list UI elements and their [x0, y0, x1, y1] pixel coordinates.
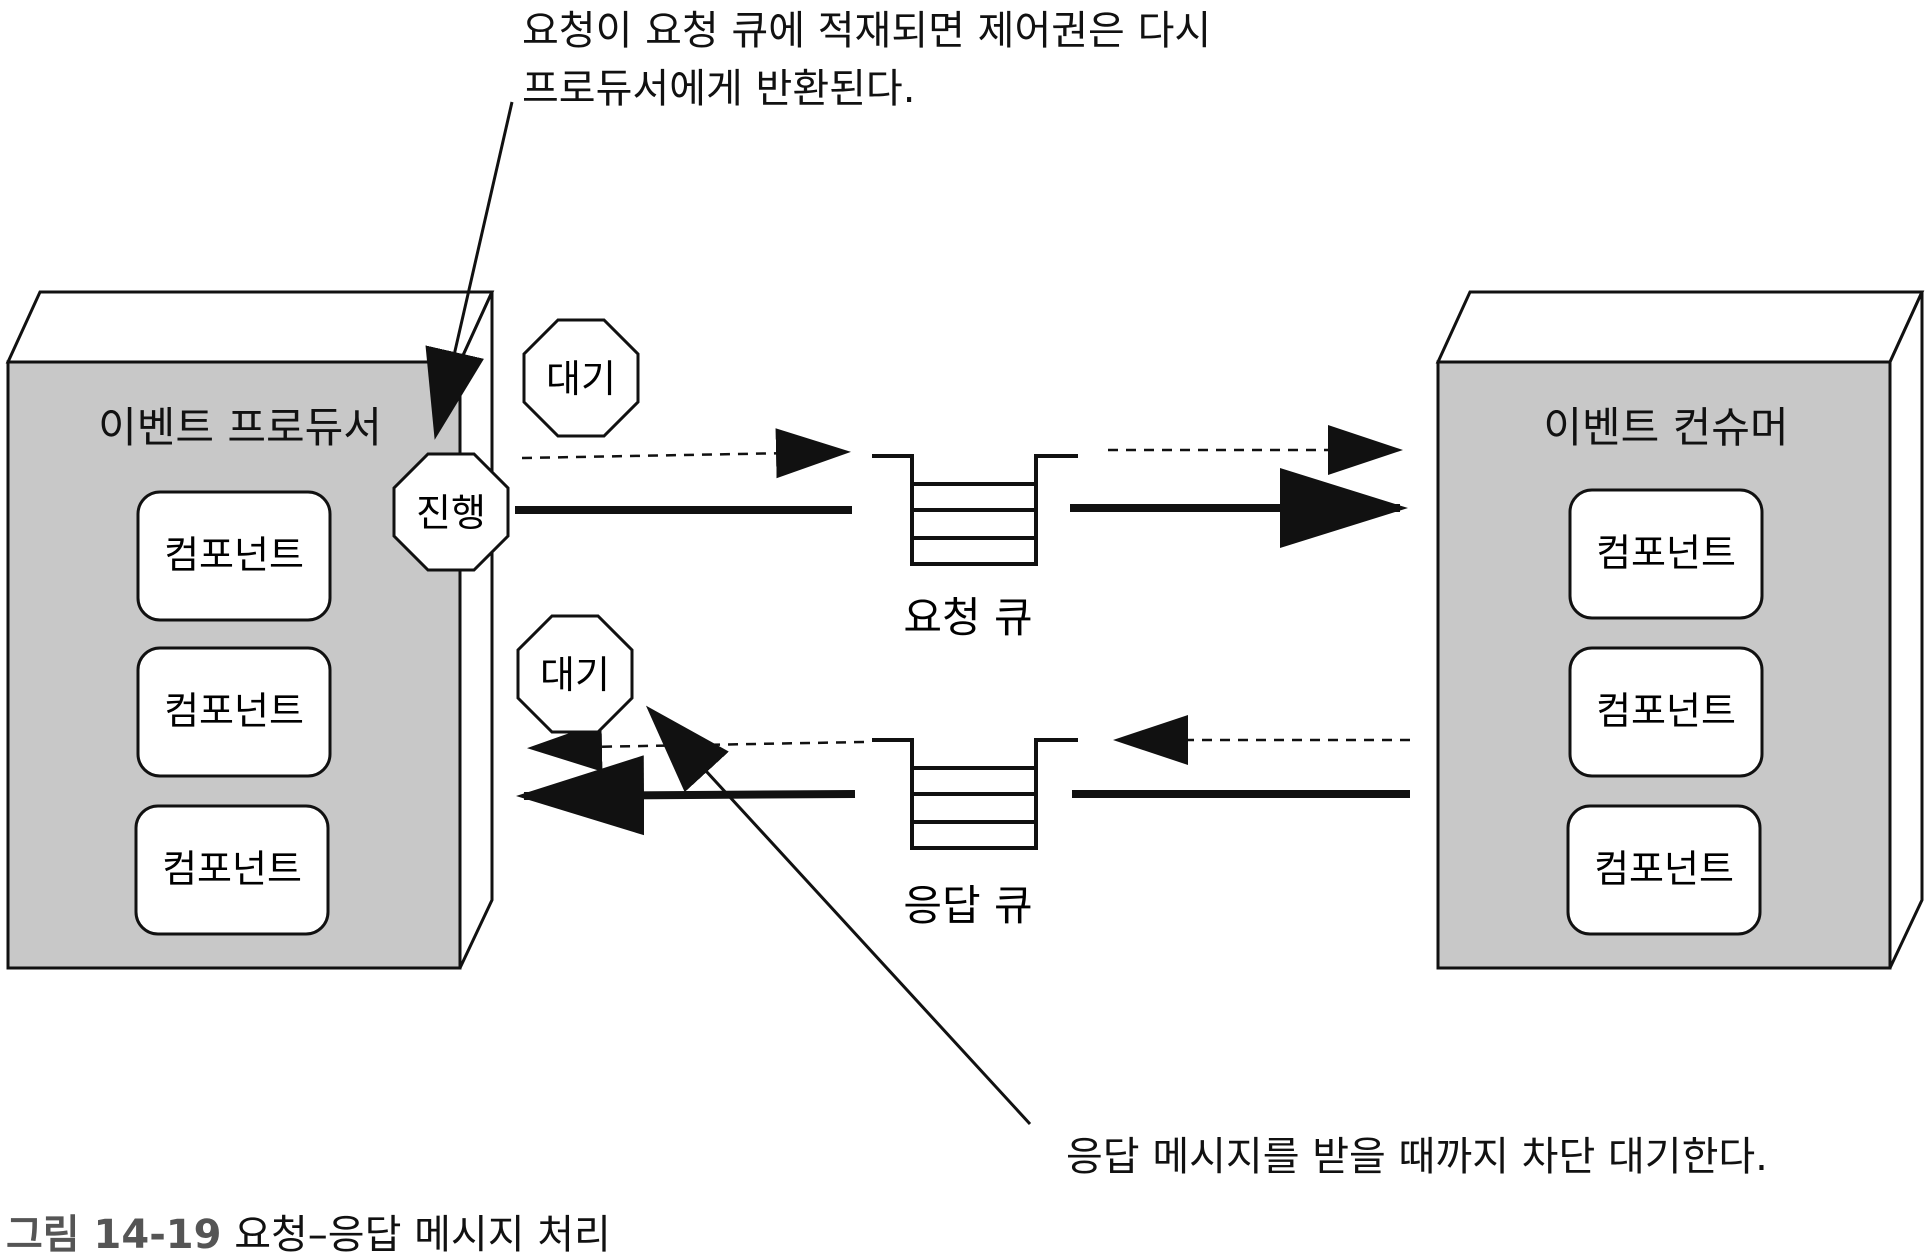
producer-component-3	[134, 804, 330, 936]
request-dashed-arrow-in	[521, 428, 851, 479]
producer-component-label: 컴포넌트	[164, 689, 304, 733]
producer-component-2	[136, 646, 332, 778]
consumer-box: 이벤트 컨슈머 컴포넌트 컴포넌트 컴포넌트	[1435, 290, 1925, 970]
consumer-component-2	[1568, 646, 1764, 778]
response-queue-label: 응답 큐	[903, 881, 1032, 930]
request-queue-label: 요청 큐	[903, 593, 1032, 642]
producer-title: 이벤트 프로듀서	[98, 403, 382, 452]
producer-box: 이벤트 프로듀서 컴포넌트 컴포넌트 컴포넌트	[5, 290, 495, 970]
producer-component-1	[136, 490, 332, 622]
proceed-label: 진행	[416, 491, 486, 535]
producer-component-label: 컴포넌트	[162, 847, 302, 891]
response-solid-arrow-out	[516, 755, 856, 836]
wait-label: 대기	[540, 653, 610, 697]
top-note-line-1: 요청이 요청 큐에 적재되면 제어권은 다시	[522, 8, 1212, 54]
top-note: 요청이 요청 큐에 적재되면 제어권은 다시 프로듀서에게 반환된다.	[522, 2, 1211, 118]
response-dashed-arrow-out	[527, 721, 865, 772]
response-queue	[872, 738, 1078, 850]
consumer-title: 이벤트 컨슈머	[1543, 403, 1788, 452]
bottom-note: 응답 메시지를 받을 때까지 차단 대기한다.	[1066, 1134, 1768, 1180]
request-queue	[872, 454, 1078, 566]
figure-title: 요청–응답 메시지 처리	[234, 1212, 611, 1258]
consumer-component-label: 컴포넌트	[1596, 531, 1736, 575]
producer-component-label: 컴포넌트	[164, 533, 304, 577]
wait-octagon-top: 대기	[522, 318, 640, 438]
consumer-component-label: 컴포넌트	[1596, 689, 1736, 733]
wait-label: 대기	[546, 357, 616, 401]
top-note-line-2: 프로듀서에게 반환된다.	[522, 66, 916, 112]
figure-number: 그림 14-19	[6, 1212, 222, 1258]
consumer-component-3	[1566, 804, 1762, 936]
top-note-pointer	[425, 101, 514, 440]
proceed-octagon: 진행	[392, 452, 510, 572]
wait-octagon-bottom: 대기	[516, 614, 634, 734]
figure-caption: 그림 14-19 요청–응답 메시지 처리	[6, 1202, 611, 1260]
consumer-component-label: 컴포넌트	[1594, 847, 1734, 891]
bottom-note-pointer	[645, 705, 1032, 1126]
consumer-component-1	[1568, 488, 1764, 620]
